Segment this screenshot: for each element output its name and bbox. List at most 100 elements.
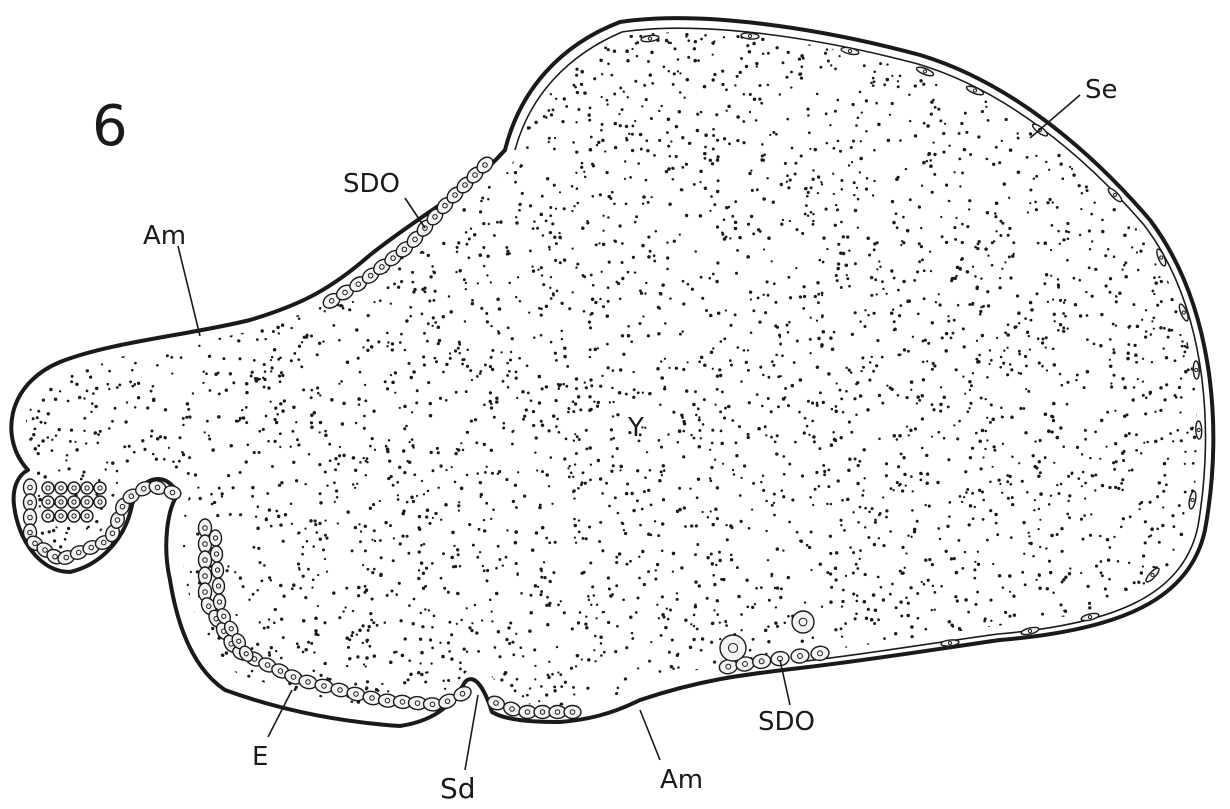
yolk-granule	[227, 203, 230, 206]
yolk-granule	[29, 76, 33, 80]
yolk-granule	[71, 31, 74, 34]
yolk-granule	[108, 289, 111, 292]
yolk-granule	[1116, 132, 1120, 136]
yolk-granule	[400, 280, 403, 283]
yolk-granule	[156, 437, 160, 441]
yolk-granule	[1030, 308, 1034, 312]
yolk-granule	[266, 711, 269, 714]
yolk-granule	[1061, 384, 1064, 387]
yolk-granule	[1086, 585, 1089, 588]
yolk-granule	[1024, 684, 1028, 688]
yolk-granule	[710, 466, 713, 469]
yolk-granule	[141, 209, 145, 213]
yolk-granule	[1184, 463, 1186, 465]
yolk-granule	[678, 508, 682, 512]
yolk-granule	[200, 674, 203, 677]
yolk-granule	[780, 679, 783, 682]
yolk-granule	[251, 486, 255, 490]
yolk-granule	[153, 146, 156, 149]
yolk-granule	[449, 357, 452, 360]
yolk-granule	[220, 237, 223, 240]
yolk-granule	[1076, 446, 1079, 449]
yolk-granule	[721, 233, 724, 236]
yolk-granule	[1090, 124, 1093, 127]
yolk-granule	[506, 100, 510, 104]
yolk-granule	[622, 598, 625, 601]
yolk-granule	[473, 162, 475, 164]
yolk-granule	[214, 202, 216, 204]
yolk-granule	[407, 220, 410, 223]
yolk-granule	[1079, 279, 1082, 282]
yolk-granule	[314, 41, 317, 44]
yolk-granule	[1088, 49, 1091, 52]
yolk-granule	[760, 586, 763, 589]
yolk-granule	[776, 586, 779, 589]
yolk-granule	[1135, 361, 1138, 364]
yolk-granule	[147, 505, 150, 508]
yolk-granule	[607, 48, 610, 51]
yolk-granule	[1090, 649, 1092, 651]
yolk-granule	[1044, 456, 1047, 459]
yolk-granule	[1136, 91, 1138, 93]
yolk-granule	[908, 299, 911, 302]
yolk-granule	[890, 388, 893, 391]
yolk-granule	[109, 22, 112, 25]
yolk-granule	[1214, 89, 1216, 91]
yolk-granule	[1212, 241, 1215, 244]
yolk-granule	[634, 221, 637, 224]
yolk-granule	[512, 653, 515, 656]
yolk-granule	[474, 418, 477, 421]
yolk-granule	[1003, 695, 1005, 697]
yolk-granule	[1090, 647, 1093, 650]
yolk-granule	[817, 337, 821, 341]
yolk-granule	[647, 570, 650, 573]
yolk-granule	[770, 410, 773, 413]
yolk-granule	[365, 688, 368, 691]
yolk-granule	[668, 203, 671, 206]
yolk-granule	[211, 627, 214, 630]
yolk-granule	[531, 53, 534, 56]
yolk-granule	[956, 599, 959, 602]
yolk-granule	[1008, 227, 1011, 230]
yolk-granule	[1050, 249, 1052, 251]
yolk-granule	[1083, 514, 1086, 517]
yolk-granule	[870, 618, 874, 622]
yolk-granule	[581, 658, 583, 660]
yolk-granule	[891, 75, 893, 77]
yolk-granule	[479, 210, 482, 213]
yolk-granule	[976, 676, 979, 679]
yolk-granule	[757, 676, 759, 678]
yolk-granule	[1144, 412, 1147, 415]
yolk-granule	[39, 271, 42, 274]
yolk-granule	[559, 673, 562, 676]
yolk-granule	[166, 77, 169, 80]
yolk-granule	[1142, 358, 1144, 360]
yolk-granule	[497, 472, 500, 475]
yolk-granule	[925, 504, 927, 506]
yolk-granule	[599, 385, 602, 388]
yolk-granule	[1143, 54, 1145, 56]
yolk-granule	[1002, 443, 1004, 445]
yolk-granule	[1121, 377, 1124, 380]
yolk-granule	[404, 92, 407, 95]
yolk-granule	[783, 19, 787, 23]
yolk-granule	[780, 223, 783, 226]
yolk-granule	[283, 47, 286, 50]
yolk-granule	[1067, 475, 1070, 478]
yolk-granule	[1114, 442, 1117, 445]
yolk-granule	[951, 651, 954, 654]
yolk-granule	[745, 710, 749, 714]
yolk-granule	[584, 482, 587, 485]
yolk-granule	[1038, 460, 1041, 463]
yolk-granule	[574, 86, 577, 89]
yolk-granule	[437, 325, 441, 329]
yolk-granule	[1077, 105, 1080, 108]
yolk-granule	[982, 518, 985, 521]
yolk-granule	[694, 605, 697, 608]
yolk-granule	[897, 80, 899, 82]
yolk-granule	[1193, 436, 1196, 439]
yolk-granule	[976, 340, 978, 342]
yolk-granule	[142, 577, 145, 580]
yolk-granule	[719, 374, 722, 377]
yolk-granule	[1123, 29, 1126, 32]
